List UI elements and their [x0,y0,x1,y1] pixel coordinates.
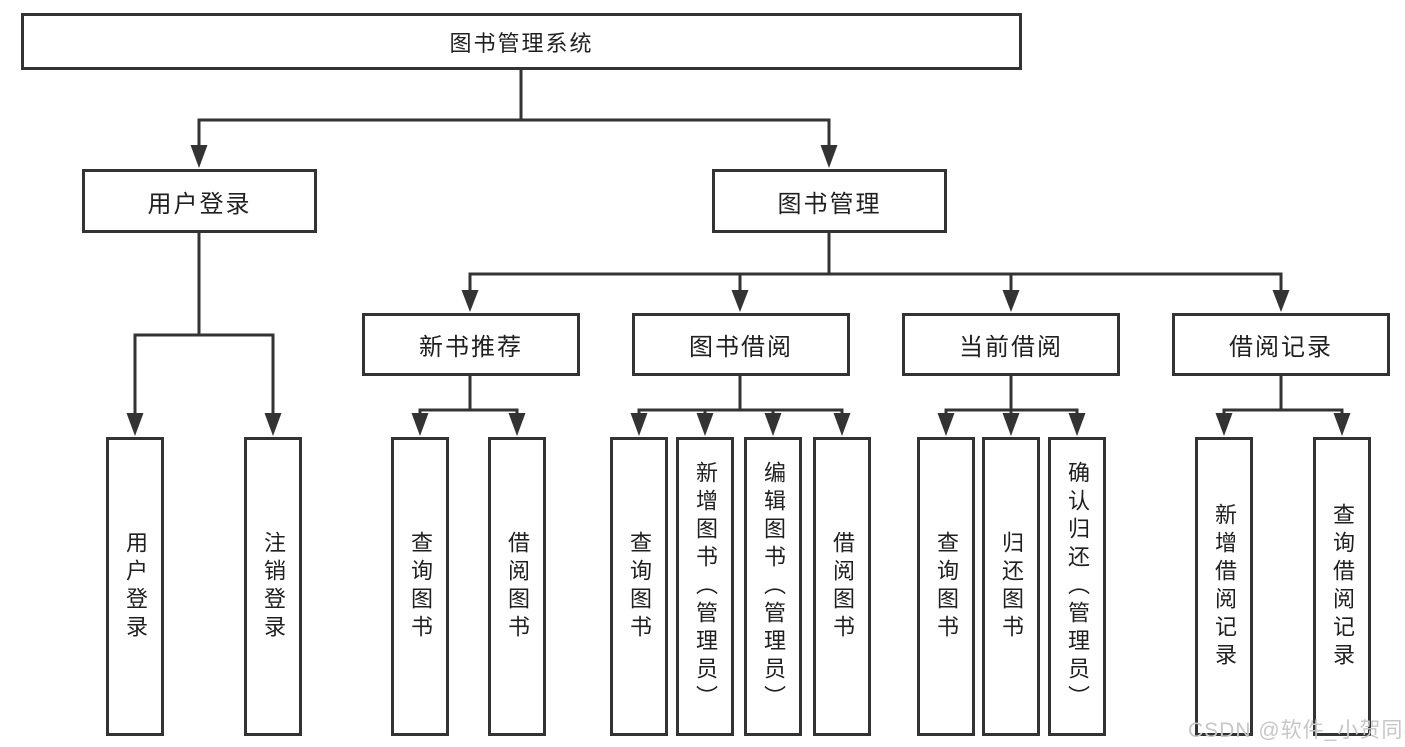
leaf-return-book: 归还图书 [982,437,1040,736]
leaf-add-borrow-record: 新增借阅记录 [1195,437,1253,736]
leaf-edit-book-admin: 编辑图书（管理员） [744,437,802,736]
node-library-management-system: 图书管理系统 [21,13,1022,70]
leaf-borrow-books: 借阅图书 [813,437,871,736]
leaf-user-login: 用户登录 [106,437,164,736]
leaf-add-book-admin: 新增图书（管理员） [676,437,734,736]
leaf-query-books-current: 查询图书 [917,437,975,736]
leaf-logout: 注销登录 [244,437,302,736]
leaf-confirm-return-admin: 确认归还（管理员） [1048,437,1106,736]
leaf-query-books-recommend: 查询图书 [391,437,449,736]
leaf-query-borrow-record: 查询借阅记录 [1313,437,1371,736]
leaf-query-books-borrow: 查询图书 [610,437,668,736]
node-current-borrowing: 当前借阅 [902,313,1120,376]
leaf-borrow-books-recommend: 借阅图书 [488,437,546,736]
node-book-borrowing: 图书借阅 [632,313,850,376]
node-user-login: 用户登录 [82,169,317,233]
node-new-book-recommendation: 新书推荐 [362,313,580,376]
node-book-management: 图书管理 [712,169,947,233]
node-borrowing-records: 借阅记录 [1172,313,1390,376]
